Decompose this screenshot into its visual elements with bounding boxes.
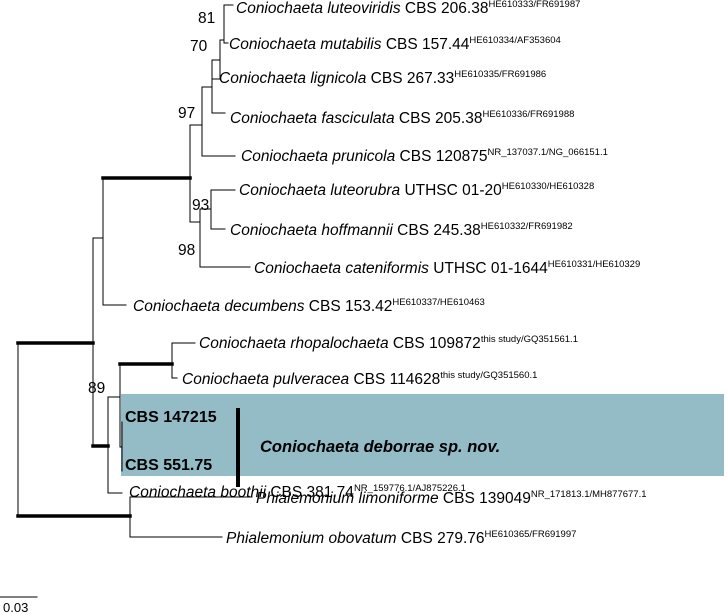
taxon-strain: CBS 245.38 <box>393 222 481 239</box>
taxon-accession: this study/GQ351561.1 <box>481 334 578 345</box>
taxon-strain: CBS 206.38 <box>401 0 489 17</box>
taxon-name: Coniochaeta hoffmannii <box>230 222 393 239</box>
taxon-strain: CBS 381.74 <box>266 484 354 501</box>
taxon-label-cateniformis: Coniochaeta cateniformis UTHSC 01-1644HE… <box>254 259 640 277</box>
taxon-name: Coniochaeta luteorubra <box>239 182 401 199</box>
bootstrap-70: 70 <box>190 38 208 55</box>
taxon-strain: CBS 139049 <box>439 490 531 507</box>
taxon-strain: UTHSC 01-1644 <box>429 260 548 277</box>
taxon-label-hoffmannii: Coniochaeta hoffmannii CBS 245.38HE61033… <box>230 221 573 239</box>
taxon-label-luteoviridis: Coniochaeta luteoviridis CBS 206.38HE610… <box>236 0 580 17</box>
taxon-label-decumbens: Coniochaeta decumbens CBS 153.42HE610337… <box>133 297 485 315</box>
taxon-label-mutabilis: Coniochaeta mutabilis CBS 157.44HE610334… <box>229 35 561 53</box>
new-species-name: Coniochaeta deborrae sp. nov. <box>260 438 500 456</box>
taxon-strain: CBS 109872 <box>389 335 481 352</box>
taxon-name: Phialemonium obovatum <box>226 530 397 547</box>
taxon-label-fasciculata: Coniochaeta fasciculata CBS 205.38HE6103… <box>230 109 574 127</box>
taxon-label-prunicola: Coniochaeta prunicola CBS 120875NR_13703… <box>241 147 608 165</box>
taxon-strain: CBS 205.38 <box>395 110 483 127</box>
taxon-name: Phialemonium limoniforme <box>256 490 439 507</box>
bootstrap-89: 89 <box>88 380 105 397</box>
taxon-accession: HE610334/AF353604 <box>469 35 560 46</box>
taxon-name: Coniochaeta fasciculata <box>230 110 395 127</box>
taxon-accession: this study/GQ351560.1 <box>440 370 537 381</box>
taxon-accession: HE610331/HE610329 <box>548 259 640 270</box>
taxon-label-luteorubra: Coniochaeta luteorubra UTHSC 01-20HE6103… <box>239 181 594 199</box>
new-strain-1: CBS 147215 <box>125 409 217 426</box>
bootstrap-97: 97 <box>178 105 195 122</box>
taxon-label-pulveracea: Coniochaeta pulveracea CBS 114628this st… <box>182 370 537 388</box>
taxon-accession: NR_137037.1/NG_066151.1 <box>487 147 607 158</box>
taxon-accession: HE610365/FR691997 <box>485 529 577 540</box>
taxon-name: Coniochaeta pulveracea <box>182 371 350 388</box>
taxon-accession: HE610335/FR691986 <box>454 69 546 80</box>
taxon-accession: HE610333/FR691987 <box>488 0 580 10</box>
taxon-name: Coniochaeta decumbens <box>133 298 305 315</box>
taxon-accession: NR_159776.1/AJ875226.1 <box>354 483 466 494</box>
taxon-accession: NR_171813.1/MH877677.1 <box>531 489 647 500</box>
new-strain-2: CBS 551.75 <box>125 457 212 474</box>
bootstrap-93: 93 <box>192 197 209 214</box>
taxon-labels: Coniochaeta luteoviridis CBS 206.38HE610… <box>129 0 647 547</box>
bootstrap-98: 98 <box>178 242 195 259</box>
taxon-name: Coniochaeta cateniformis <box>254 260 429 277</box>
taxon-label-boothii: Coniochaeta boothii CBS 381.74NR_159776.… <box>129 483 466 501</box>
taxon-name: Coniochaeta rhopalochaeta <box>199 335 389 352</box>
taxon-label-obovatum: Phialemonium obovatum CBS 279.76HE610365… <box>226 529 576 547</box>
taxon-strain: CBS 114628 <box>349 371 440 388</box>
taxon-accession: HE610332/FR691982 <box>481 221 573 232</box>
taxon-label-limoniforme: Phialemonium limoniforme CBS 139049NR_17… <box>256 489 647 507</box>
taxon-accession: HE610337/HE610463 <box>392 297 484 308</box>
taxon-strain: CBS 267.33 <box>366 70 454 87</box>
taxon-accession: HE610336/FR691988 <box>482 109 574 120</box>
taxon-name: Coniochaeta luteoviridis <box>236 0 401 17</box>
taxon-strain: CBS 157.44 <box>382 36 470 53</box>
scale-bar-label: 0.03 <box>3 600 28 614</box>
taxon-strain: UTHSC 01-20 <box>400 182 502 199</box>
taxon-name: Coniochaeta mutabilis <box>229 36 382 53</box>
bootstrap-values: 81 70 97 93 98 89 <box>88 10 215 397</box>
taxon-label-rhopalochaeta: Coniochaeta rhopalochaeta CBS 109872this… <box>199 334 578 352</box>
bootstrap-81: 81 <box>198 10 215 27</box>
taxon-accession: HE610330/HE610328 <box>502 181 594 192</box>
taxon-name: Coniochaeta lignicola <box>219 70 367 87</box>
taxon-label-lignicola: Coniochaeta lignicola CBS 267.33HE610335… <box>219 69 546 87</box>
taxon-strain: CBS 120875 <box>395 148 487 165</box>
taxon-name: Coniochaeta boothii <box>129 484 267 501</box>
taxon-strain: CBS 279.76 <box>397 530 485 547</box>
new-species-highlight <box>121 394 724 476</box>
taxon-name: Coniochaeta prunicola <box>241 148 396 165</box>
new-species-labels: CBS 147215 CBS 551.75 Coniochaeta deborr… <box>125 409 500 474</box>
tree-branches <box>0 4 253 598</box>
taxon-strain: CBS 153.42 <box>304 298 392 315</box>
